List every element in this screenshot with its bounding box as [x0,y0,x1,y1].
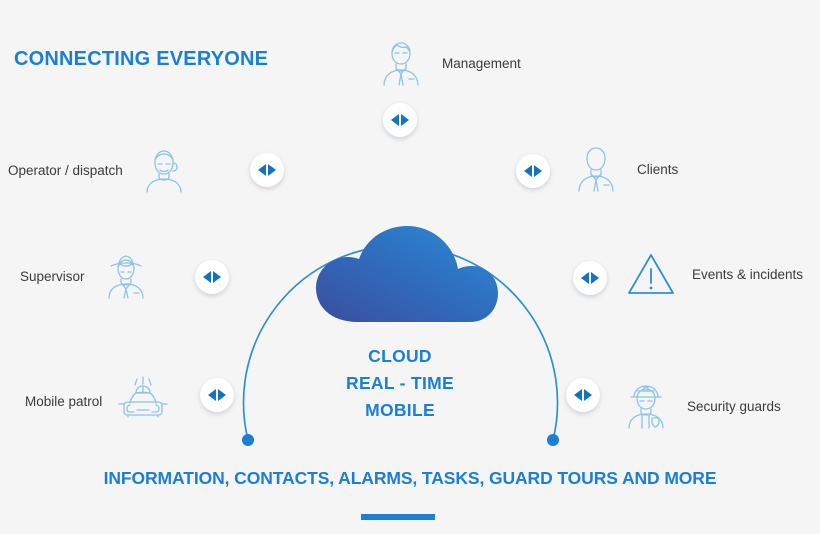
page-title: CONNECTING EVERYONE [14,48,269,70]
person-suit-icon [565,138,627,200]
spoke-supervisor[interactable]: Supervisor [20,245,157,307]
center-line-2: REAL - TIME [346,373,454,393]
center-caption: CLOUD REAL - TIME MOBILE [280,343,520,424]
bidirectional-arrow-icon [580,271,600,285]
cloud-icon [300,222,500,327]
bidirectional-arrow-icon [257,163,277,177]
spoke-label: Security guards [687,398,781,414]
headset-operator-icon [133,139,195,201]
accent-rule [361,514,435,520]
bidirectional-arrow-icon [573,388,593,402]
bidirectional-arrow-icon [202,270,222,284]
node-lower-left[interactable] [200,378,234,412]
center-line-1: CLOUD [368,346,432,366]
arc-endpoint-dot-right [547,434,559,446]
node-lower-right[interactable] [566,378,600,412]
arc-endpoint-dot-left [242,434,254,446]
spoke-clients[interactable]: Clients [565,138,678,200]
node-mid-left[interactable] [195,260,229,294]
spoke-events-incidents[interactable]: Events & incidents [620,243,803,305]
warning-triangle-icon [620,243,682,305]
spoke-operator-dispatch[interactable]: Operator / dispatch [8,139,195,201]
node-upper-right[interactable] [516,154,550,188]
spoke-label: Clients [637,161,679,177]
node-mid-right[interactable] [573,261,607,295]
node-upper-left[interactable] [250,153,284,187]
spoke-label: Mobile patrol [25,393,103,409]
guard-officer-icon [615,375,677,437]
bottom-banner-text: INFORMATION, CONTACTS, ALARMS, TASKS, GU… [103,468,717,488]
businessman-icon [370,32,432,94]
bidirectional-arrow-icon [207,388,227,402]
bidirectional-arrow-icon [523,164,543,178]
bidirectional-arrow-icon [390,113,410,127]
spoke-mobile-patrol[interactable]: Mobile patrol [25,370,174,432]
spoke-label: Events & incidents [692,266,804,282]
center-line-3: MOBILE [365,400,435,420]
node-top[interactable] [383,103,417,137]
detective-hat-icon [95,245,157,307]
spoke-label: Operator / dispatch [8,162,123,178]
spoke-management[interactable]: Management [370,32,521,94]
spoke-security-guards[interactable]: Security guards [615,375,781,437]
patrol-car-icon [112,370,174,432]
spoke-label: Supervisor [20,268,85,284]
spoke-label: Management [442,55,521,71]
